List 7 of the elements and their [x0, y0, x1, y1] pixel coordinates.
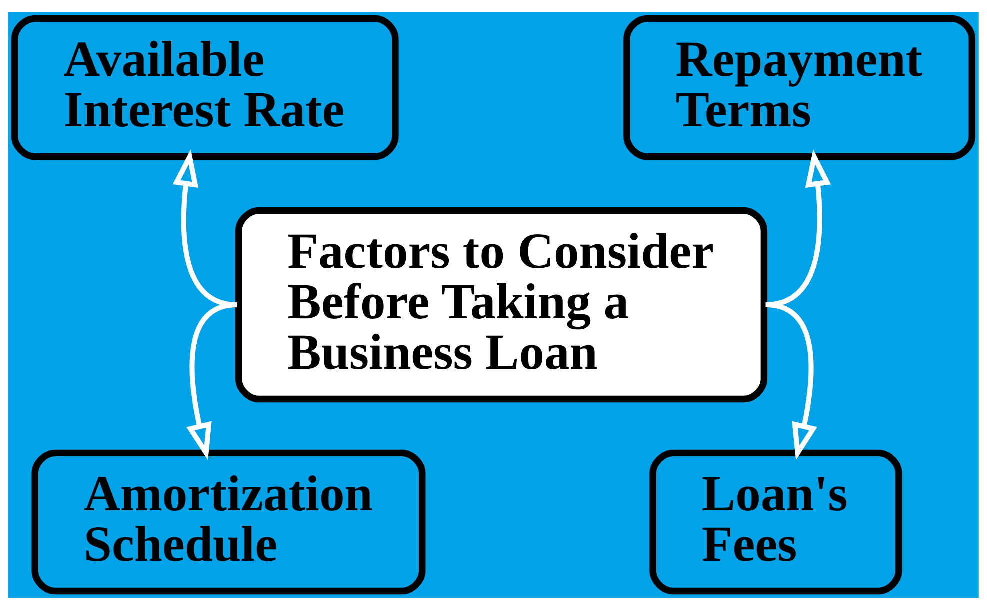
node-box: Factors to Consider Before Taking a Business Loan	[235, 206, 768, 402]
node-box: Available Interest Rate	[11, 14, 399, 160]
arrow	[766, 302, 818, 460]
node-box: Loan's Fees	[650, 449, 902, 594]
node-box: Repayment Terms	[624, 14, 976, 160]
node-box: Amortization Schedule	[32, 449, 426, 594]
arrow	[186, 302, 238, 460]
